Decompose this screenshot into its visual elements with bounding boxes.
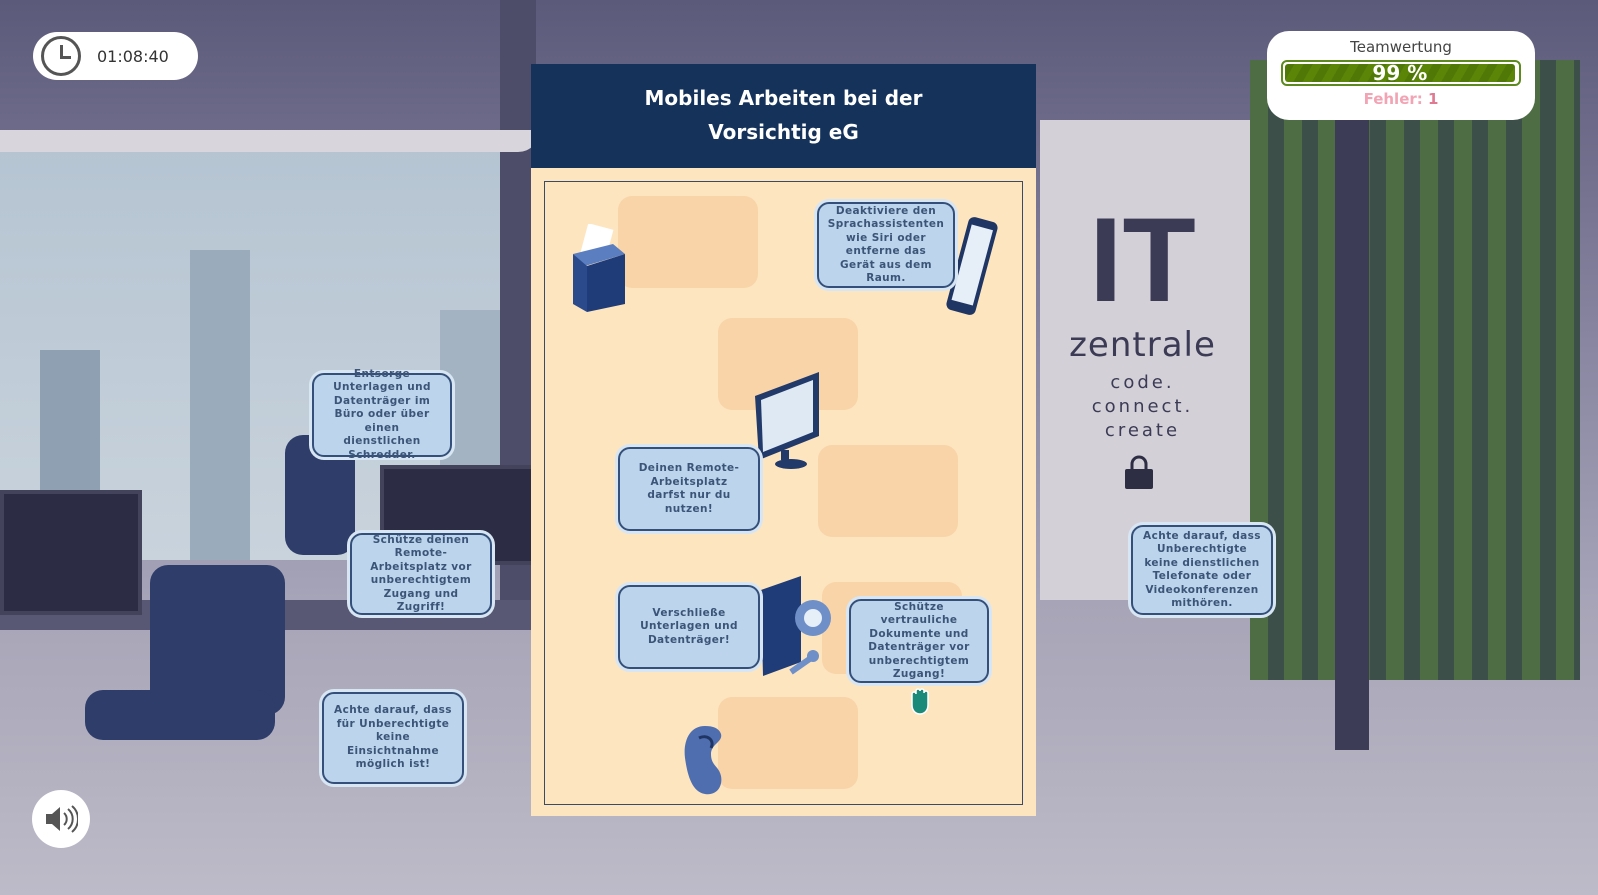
hand-cursor-icon bbox=[911, 688, 929, 715]
monitor-icon bbox=[755, 372, 819, 469]
board-drop-area bbox=[544, 181, 1023, 805]
answer-card[interactable]: Entsorge Unterlagen und Datenträger im B… bbox=[312, 368, 452, 461]
answer-card-dragging[interactable]: Schütze vertrauliche Dokumente und Daten… bbox=[849, 599, 989, 683]
board-header: Mobiles Arbeiten bei der Vorsichtig eG bbox=[531, 64, 1036, 168]
error-count: Fehler: 1 bbox=[1267, 90, 1535, 108]
team-score-panel: Teamwertung 99 % Fehler: 1 bbox=[1267, 31, 1535, 120]
timer-value: 01:08:40 bbox=[97, 46, 169, 66]
score-progress-bar: 99 % bbox=[1281, 60, 1521, 86]
logo-tagline: code. connect. create bbox=[1091, 372, 1194, 441]
answer-card[interactable]: Achte darauf, dass Unberechtigte keine d… bbox=[1131, 525, 1273, 615]
sound-button[interactable] bbox=[32, 790, 90, 848]
error-value: 1 bbox=[1428, 90, 1439, 108]
puzzle-board: Mobiles Arbeiten bei der Vorsichtig eG D… bbox=[531, 64, 1036, 816]
logo-it: IT bbox=[1089, 193, 1196, 327]
cabinet-key-icon bbox=[761, 576, 831, 676]
answer-card[interactable]: Deinen Remote-Arbeitsplatz darfst nur du… bbox=[618, 447, 760, 531]
smartphone-icon bbox=[946, 217, 998, 315]
timer: 01:08:40 bbox=[33, 32, 198, 80]
office-chair-seat bbox=[85, 690, 275, 740]
lock-icon bbox=[1125, 455, 1153, 489]
drop-slot[interactable] bbox=[618, 196, 758, 288]
ceiling-lamp bbox=[0, 130, 540, 152]
shredder-icon bbox=[573, 224, 625, 312]
clock-icon bbox=[41, 36, 81, 76]
plant-wall bbox=[1250, 60, 1580, 680]
error-label: Fehler: bbox=[1363, 90, 1423, 108]
answer-card[interactable]: Schütze deinen Remote-Arbeitsplatz vor u… bbox=[350, 533, 492, 615]
ear-icon bbox=[684, 726, 722, 795]
board-title-line1: Mobiles Arbeiten bei der bbox=[644, 86, 923, 110]
skyscraper bbox=[190, 250, 250, 560]
answer-card[interactable]: Deaktiviere den Sprachassistenten wie Si… bbox=[817, 202, 955, 288]
it-zentrale-logo: IT zentrale code. connect. create bbox=[1060, 195, 1225, 443]
pillar bbox=[1335, 60, 1369, 750]
monitor bbox=[0, 490, 142, 615]
answer-card[interactable]: Verschließe Unterlagen und Datenträger! bbox=[618, 585, 760, 669]
drop-slot[interactable] bbox=[718, 697, 858, 789]
drop-slot[interactable] bbox=[818, 445, 958, 537]
board-title-line2: Vorsichtig eG bbox=[708, 120, 859, 144]
answer-card[interactable]: Achte darauf, dass für Unberechtigte kei… bbox=[322, 692, 464, 784]
score-progress-fill: 99 % bbox=[1285, 63, 1515, 83]
score-title: Teamwertung bbox=[1350, 38, 1452, 56]
logo-name: zentrale bbox=[1069, 325, 1216, 365]
speaker-icon bbox=[46, 805, 78, 833]
